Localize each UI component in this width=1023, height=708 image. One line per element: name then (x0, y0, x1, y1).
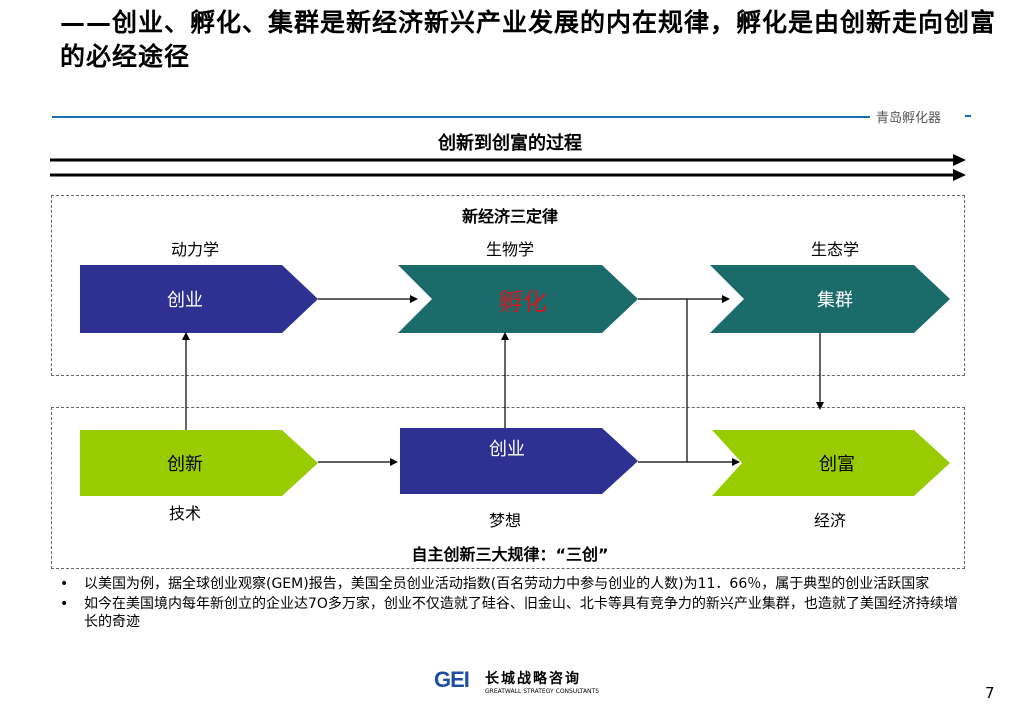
chevron-startup-label: 创业 (167, 290, 203, 311)
chevron-startup: 创业 (80, 265, 318, 333)
chevron-wealth: 创富 (712, 430, 950, 496)
chevron-innovation-label: 创新 (167, 454, 203, 475)
sublabel-technology: 技术 (168, 504, 201, 523)
upper-box-title: 新经济三定律 (461, 207, 558, 226)
chevron-incubation-label: 孵化 (499, 287, 547, 316)
process-arrows (50, 154, 966, 181)
logo-en: GREATWALL STRATEGY CONSULTANTS (485, 688, 600, 695)
chevron-venture-label: 创业 (489, 438, 525, 460)
chevron-venture: 创业 (400, 428, 638, 494)
logo-cn: 长城战略咨询 (485, 671, 581, 687)
bullet-text: 如今在美国境内每年新创立的企业达7O多万家，创业不仅造就了硅谷、旧金山、北卡等具… (84, 596, 958, 630)
chevron-innovation: 创新 (80, 430, 318, 496)
upper-box (51, 195, 965, 376)
col-label-ecology: 生态学 (810, 240, 859, 259)
lower-box-title: 自主创新三大规律：“三创” (411, 545, 609, 564)
logo-mark: GEI (434, 667, 470, 692)
process-title: 创新到创富的过程 (438, 133, 582, 154)
slide-title: ——创业、孵化、集群是新经济新兴产业发展的内在规律，孵化是由创新走向创富的必经途… (60, 8, 997, 71)
col-label-dynamics: 动力学 (170, 240, 219, 259)
sublabel-dream: 梦想 (488, 511, 521, 530)
chevron-wealth-label: 创富 (819, 454, 855, 475)
bullet-item: •如今在美国境内每年新创立的企业达7O多万家，创业不仅造就了硅谷、旧金山、北卡等… (60, 596, 958, 630)
bullet-item: •以美国为例，据全球创业观察(GEM)报告，美国全员创业活动指数(百名劳动力中参… (60, 576, 930, 592)
chevron-cluster-label: 集群 (817, 290, 853, 311)
title-divider (52, 116, 870, 118)
sublabel-economy: 经济 (813, 511, 846, 530)
brand-label: 青岛孵化器 (876, 111, 942, 126)
lower-box (51, 407, 965, 569)
chevron-incubation: 孵化 (398, 265, 638, 333)
chevron-cluster: 集群 (710, 265, 950, 333)
bullet-list: •以美国为例，据全球创业观察(GEM)报告，美国全员创业活动指数(百名劳动力中参… (60, 575, 960, 633)
page-number: 7 (985, 684, 995, 702)
brand-dash (965, 115, 971, 117)
col-label-biology: 生物学 (485, 240, 534, 259)
bullet-text: 以美国为例，据全球创业观察(GEM)报告，美国全员创业活动指数(百名劳动力中参与… (84, 576, 930, 592)
